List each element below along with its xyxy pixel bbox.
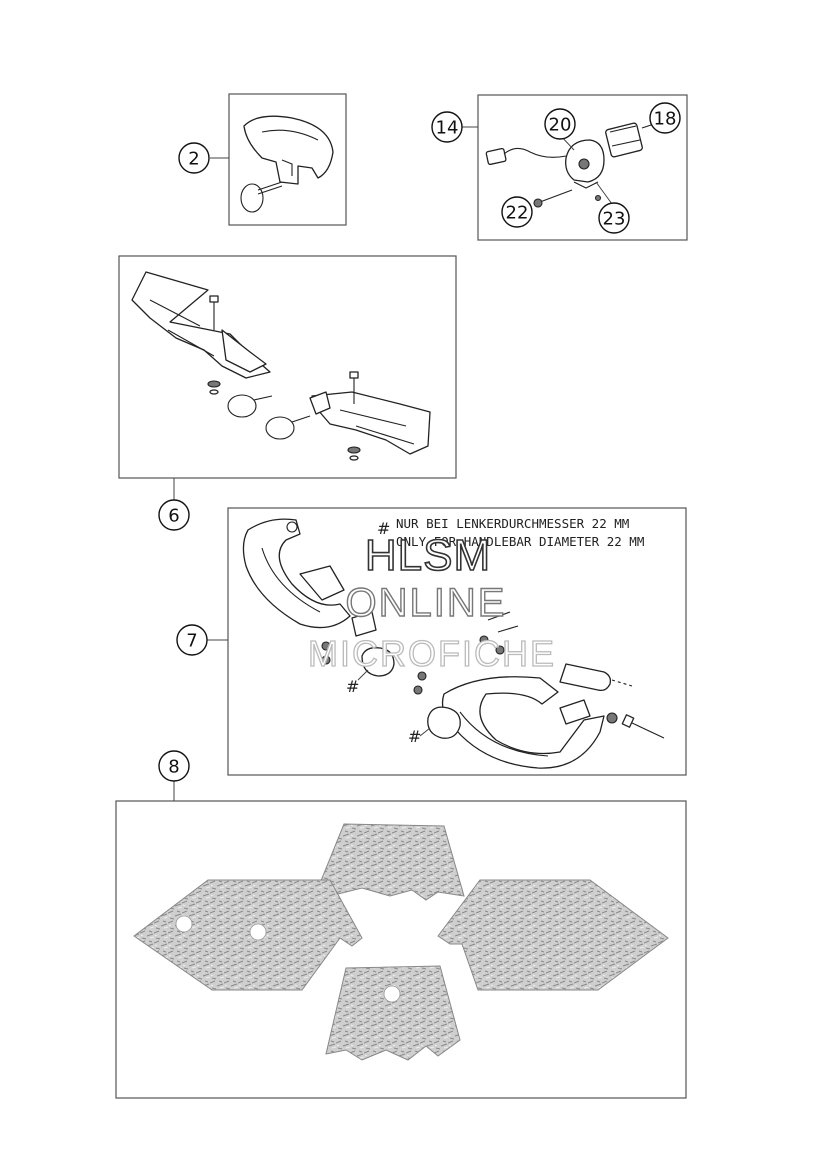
watermark: HLSM ONLINE MICROFICHE bbox=[307, 530, 556, 674]
watermark-line-3: MICROFICHE bbox=[308, 633, 556, 674]
group-14-light bbox=[462, 94, 688, 241]
svg-text:23: 23 bbox=[603, 209, 626, 230]
note-de: NUR BEI LENKERDURCHMESSER 22 MM bbox=[396, 516, 629, 531]
cable-tie-2 bbox=[240, 183, 264, 213]
svg-text:18: 18 bbox=[654, 109, 677, 130]
callout-14: 14 bbox=[431, 111, 463, 143]
cover-part bbox=[243, 115, 334, 185]
clamp-left bbox=[361, 647, 395, 677]
callout-22: 22 bbox=[501, 196, 533, 228]
note-en: ONLY FOR HANDLEBAR DIAMETER 22 MM bbox=[396, 534, 644, 549]
grip-sleeve bbox=[559, 663, 612, 692]
long-bolt bbox=[629, 721, 665, 739]
group-6-handguards bbox=[118, 255, 457, 500]
wire bbox=[503, 147, 567, 158]
hash-mark-2: # bbox=[346, 677, 359, 696]
frame-8 bbox=[115, 800, 687, 1099]
svg-text:8: 8 bbox=[168, 757, 179, 778]
svg-text:7: 7 bbox=[186, 631, 197, 652]
callout-23: 23 bbox=[598, 202, 630, 234]
group-7-hand-protection: # # # NUR BEI LENKERDURCHMESSER 22 MM ON… bbox=[206, 507, 687, 776]
watermark-line-1: HLSM bbox=[365, 531, 491, 580]
watermark-line-2: ONLINE bbox=[346, 581, 507, 625]
hash-mark-3: # bbox=[408, 727, 421, 746]
decal-left bbox=[133, 879, 363, 991]
cable-tie-6a bbox=[227, 394, 257, 418]
frame-7 bbox=[227, 507, 687, 776]
lens bbox=[605, 122, 643, 158]
clamp-right bbox=[427, 706, 461, 739]
frame-6 bbox=[118, 255, 457, 479]
callout-20: 20 bbox=[544, 108, 576, 140]
callout-6: 6 bbox=[158, 499, 190, 531]
callout-2: 2 bbox=[178, 142, 210, 174]
nut-23 bbox=[594, 194, 602, 202]
cable-tie-6b bbox=[265, 416, 295, 440]
group-2-cover bbox=[210, 93, 347, 226]
connector bbox=[485, 147, 507, 165]
callout-7: 7 bbox=[176, 624, 208, 656]
decal-bottom bbox=[325, 965, 461, 1061]
svg-text:14: 14 bbox=[436, 118, 459, 139]
group-8-decals bbox=[115, 780, 687, 1099]
frame-14 bbox=[477, 94, 688, 241]
callout-8: 8 bbox=[158, 750, 190, 782]
decal-top bbox=[317, 823, 465, 901]
svg-text:6: 6 bbox=[168, 506, 179, 527]
handguard-right bbox=[311, 391, 431, 455]
callout-18: 18 bbox=[649, 102, 681, 134]
svg-text:2: 2 bbox=[188, 149, 199, 170]
frame-2 bbox=[228, 93, 347, 226]
hash-mark-1: # bbox=[377, 519, 390, 538]
svg-text:22: 22 bbox=[506, 203, 529, 224]
guard-left bbox=[242, 518, 351, 629]
svg-text:20: 20 bbox=[549, 115, 572, 136]
decal-right bbox=[437, 879, 669, 991]
screw-22 bbox=[539, 189, 573, 203]
guard-right bbox=[441, 676, 605, 769]
